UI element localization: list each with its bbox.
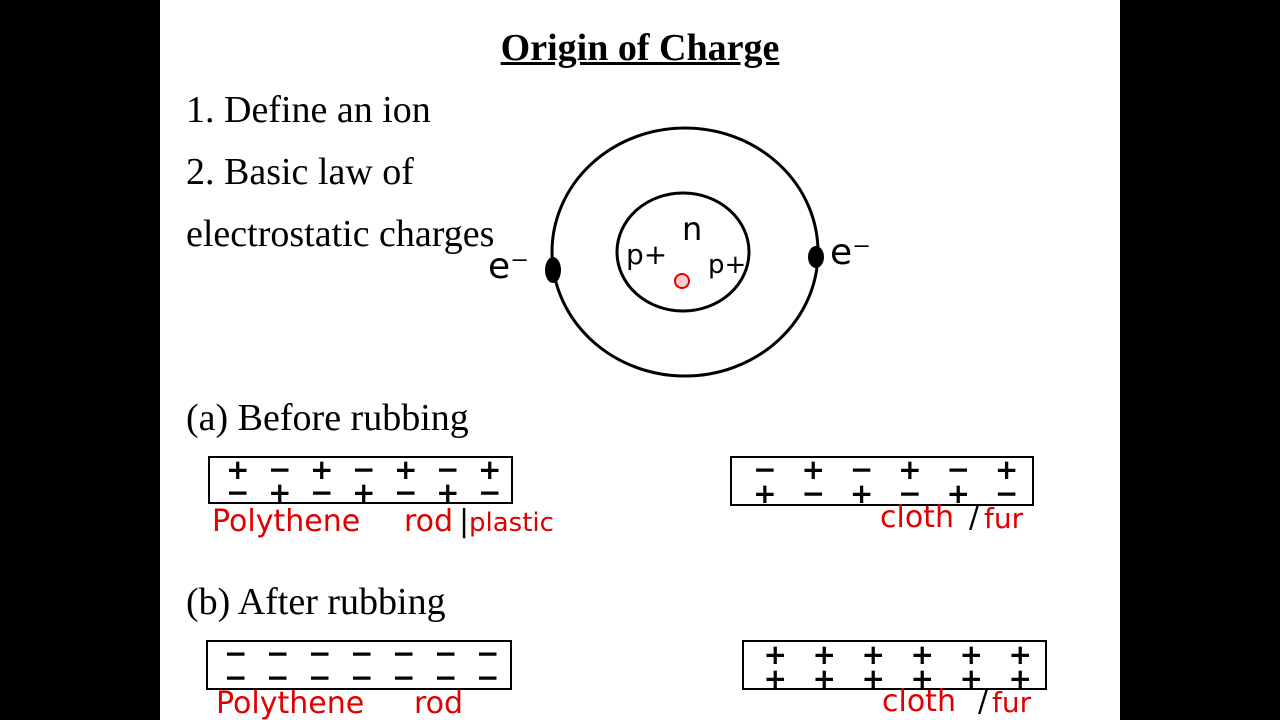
charge-symbol: + xyxy=(310,453,334,486)
charge-symbol: + xyxy=(898,453,922,486)
pointer-dot xyxy=(674,273,690,289)
label-polythene-before: Polythene xyxy=(212,504,361,539)
charge-symbol: + xyxy=(268,476,292,509)
charge-symbol: − xyxy=(394,476,418,509)
charge-symbol: − xyxy=(310,476,334,509)
charge-symbol: + xyxy=(478,453,502,486)
charge-symbol: − xyxy=(801,477,825,510)
charge-symbol: + xyxy=(946,477,970,510)
cloth-before xyxy=(730,456,1034,506)
charge-symbol: − xyxy=(476,637,500,670)
charge-symbol: + xyxy=(1008,638,1032,671)
charge-symbol: − xyxy=(898,477,922,510)
charge-symbol: − xyxy=(392,637,416,670)
charge-symbol: + xyxy=(1008,662,1032,695)
charge-symbol: + xyxy=(959,662,983,695)
charge-symbol: + xyxy=(394,453,418,486)
label-divider-before: | xyxy=(459,504,470,539)
charge-symbol: + xyxy=(352,476,376,509)
charge-symbol: − xyxy=(849,453,874,486)
charge-symbol: − xyxy=(224,661,248,694)
electron-shell xyxy=(550,126,820,378)
label-rod-after: rod xyxy=(414,686,464,720)
label-fur-before: fur xyxy=(984,502,1024,535)
charge-symbol: − xyxy=(436,453,460,486)
charge-symbol: + xyxy=(861,662,885,695)
charge-symbol: + xyxy=(763,662,787,695)
charge-symbol: − xyxy=(352,453,376,486)
polythene-rod-before xyxy=(208,456,513,504)
charge-symbol: + xyxy=(226,453,250,486)
label-cloth-after: cloth xyxy=(882,684,956,719)
neutron-label: n xyxy=(682,210,703,248)
heading-after-rubbing: (b) After rubbing xyxy=(186,581,446,623)
charge-symbol: − xyxy=(434,637,458,670)
charge-symbol: − xyxy=(308,661,332,694)
charge-symbol: + xyxy=(753,477,777,510)
charge-symbol: + xyxy=(801,453,825,486)
charge-symbol: − xyxy=(994,477,1019,510)
electron-right-label: e⁻ xyxy=(830,232,872,273)
charge-symbol: − xyxy=(308,637,332,670)
label-polythene-after: Polythene xyxy=(216,686,365,720)
charge-symbol: − xyxy=(434,661,458,694)
electron-left-label: e⁻ xyxy=(488,246,530,287)
charge-symbol: − xyxy=(350,637,374,670)
charge-symbol: − xyxy=(476,661,500,694)
label-plastic-before: plastic xyxy=(469,508,554,538)
charge-symbol: + xyxy=(910,638,934,671)
point-electrostatic-charges: electrostatic charges xyxy=(186,213,495,255)
charge-symbol: − xyxy=(392,661,416,694)
point-define-ion: 1. Define an ion xyxy=(186,89,431,131)
heading-before-rubbing: (a) Before rubbing xyxy=(186,397,469,439)
charge-symbol: + xyxy=(959,638,983,671)
charge-symbol: − xyxy=(226,476,250,509)
charge-symbol: − xyxy=(350,661,374,694)
charge-symbol: + xyxy=(849,477,874,510)
charge-symbol: − xyxy=(266,661,290,694)
nucleus xyxy=(615,191,751,313)
label-cloth-divider-before: / xyxy=(969,500,980,535)
charge-symbol: − xyxy=(753,453,777,486)
proton-right-label: p+ xyxy=(708,250,747,280)
atom-diagram xyxy=(545,126,824,378)
label-rod-before: rod xyxy=(404,504,454,539)
cloth-after xyxy=(742,640,1047,690)
label-cloth-divider-after: / xyxy=(978,684,989,719)
charge-symbol: + xyxy=(812,638,836,671)
charge-symbol: + xyxy=(812,662,836,695)
proton-left-label: p+ xyxy=(626,238,668,271)
label-fur-after: fur xyxy=(992,686,1032,719)
charge-symbol: + xyxy=(861,638,885,671)
point-basic-law: 2. Basic law of xyxy=(186,151,414,193)
charge-symbol: − xyxy=(268,453,292,486)
polythene-rod-after xyxy=(206,640,512,690)
charge-symbol: + xyxy=(763,638,787,671)
electron-right-dot xyxy=(808,246,824,268)
charge-symbol: + xyxy=(994,453,1019,486)
charge-symbol: + xyxy=(910,662,934,695)
charge-symbol: − xyxy=(478,476,502,509)
charge-symbol: − xyxy=(266,637,290,670)
slide: Origin of Charge 1. Define an ion 2. Bas… xyxy=(160,0,1120,720)
electron-left-dot xyxy=(545,257,561,283)
charge-symbol: − xyxy=(224,637,248,670)
charge-symbol: + xyxy=(436,476,460,509)
charge-symbol: − xyxy=(946,453,970,486)
label-cloth-before: cloth xyxy=(880,500,954,535)
slide-title: Origin of Charge xyxy=(500,27,780,69)
